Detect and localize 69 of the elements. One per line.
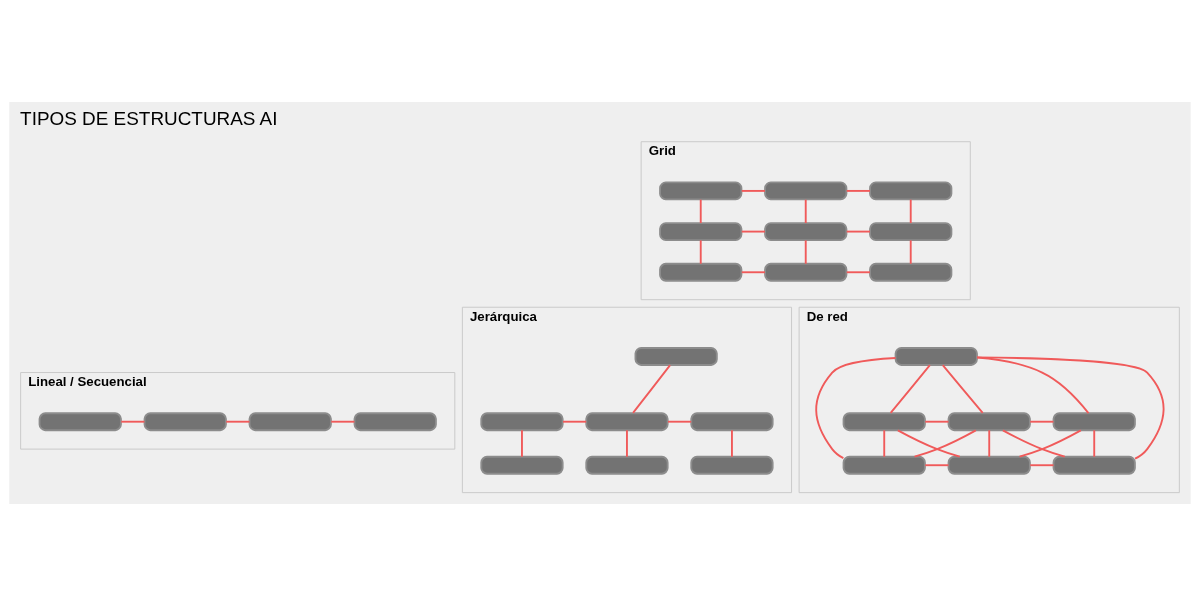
node-box <box>480 455 564 475</box>
node-box <box>659 262 743 282</box>
connector <box>330 420 356 423</box>
connector <box>740 230 766 233</box>
cluster: Lineal / Secuencial <box>20 372 456 450</box>
node-box <box>869 181 953 201</box>
connector <box>913 429 977 458</box>
connector <box>889 364 931 414</box>
node-box <box>764 181 848 201</box>
connector <box>740 189 766 192</box>
node-box <box>585 412 669 432</box>
connector <box>1001 429 1066 458</box>
connector <box>562 420 588 423</box>
node-box <box>690 455 774 475</box>
cluster: Jerárquica <box>461 306 792 494</box>
node-box <box>353 412 437 432</box>
connector <box>896 429 961 458</box>
node-box <box>1052 455 1136 475</box>
node-box <box>842 412 926 432</box>
node-box <box>894 347 978 366</box>
node-box <box>634 347 718 366</box>
connector <box>225 420 251 423</box>
connector <box>731 429 733 458</box>
connector <box>120 420 146 423</box>
connector <box>976 356 1165 460</box>
connector <box>924 420 950 423</box>
connector <box>699 198 702 224</box>
connector <box>804 239 807 265</box>
connector <box>976 356 1090 414</box>
cluster: Grid <box>640 141 971 301</box>
connector <box>815 357 897 460</box>
connector <box>1018 429 1082 458</box>
node-box <box>659 222 743 242</box>
node-box <box>248 412 332 432</box>
connector <box>626 429 628 458</box>
node-box <box>659 181 743 201</box>
diagram-title: TIPOS DE ESTRUCTURAS AI <box>20 107 278 129</box>
node-box <box>1052 412 1136 432</box>
connector <box>1093 429 1096 458</box>
connector <box>667 420 693 423</box>
connector <box>941 364 984 414</box>
connector <box>1029 420 1055 423</box>
node-box <box>842 455 926 475</box>
node-box <box>480 412 564 432</box>
connector <box>521 429 523 458</box>
connector <box>909 239 912 265</box>
connector <box>845 230 871 233</box>
connector <box>845 271 871 274</box>
node-box <box>947 455 1031 475</box>
node-box <box>764 222 848 242</box>
connector <box>988 429 991 458</box>
node-box <box>869 262 953 282</box>
connector <box>909 198 912 224</box>
connector <box>804 198 807 224</box>
node-box <box>143 412 227 432</box>
connector <box>1029 464 1055 467</box>
node-box <box>38 412 122 432</box>
node-box <box>869 222 953 242</box>
connector <box>632 364 672 414</box>
node-box <box>764 262 848 282</box>
cluster: De red <box>798 306 1180 494</box>
node-box <box>585 455 669 475</box>
connector <box>740 271 766 274</box>
connector <box>924 464 950 467</box>
connector <box>883 429 886 458</box>
node-box <box>947 412 1031 432</box>
node-box <box>690 412 774 432</box>
connector <box>699 239 702 265</box>
connector <box>845 189 871 192</box>
